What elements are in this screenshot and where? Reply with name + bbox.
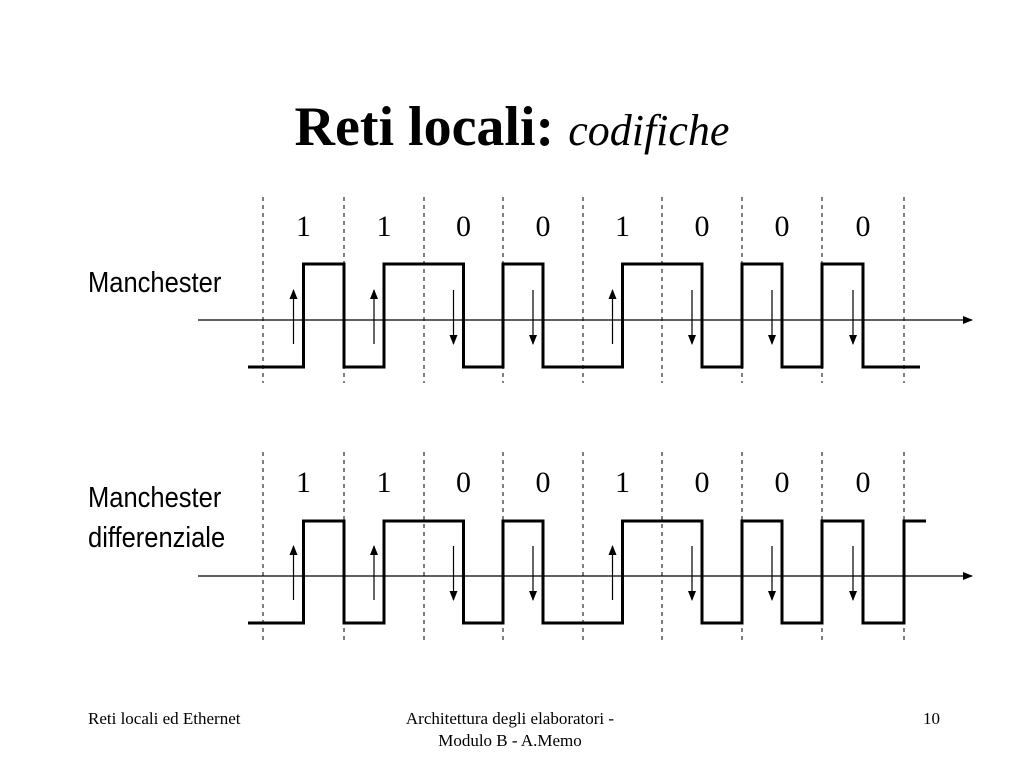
footer-center-line1: Architettura degli elaboratori - [405, 709, 615, 728]
differential-label-line2: differenziale [88, 522, 226, 554]
manchester-bit-label: 1 [296, 210, 311, 243]
differential-bit-label: 0 [775, 466, 790, 499]
differential-bit-label: 1 [296, 466, 311, 499]
footer-center-line2: Modulo B - A.Memo [438, 731, 582, 750]
manchester-bit-label: 0 [856, 210, 871, 243]
differential-bit-label: 1 [615, 466, 630, 499]
manchester-waveform [248, 262, 920, 369]
differential-bit-label: 0 [536, 466, 551, 499]
differential-label-line1: Manchester [88, 482, 222, 514]
title-main: Reti locali: [294, 96, 555, 158]
manchester-bit-label: 0 [456, 210, 471, 243]
differential-bit-label: 0 [856, 466, 871, 499]
manchester-bit-label: 0 [695, 210, 710, 243]
differential-waveform [248, 519, 926, 625]
footer-left: Reti locali ed Ethernet [88, 709, 241, 728]
page-number: 10 [923, 709, 940, 728]
footer-center: Architettura degli elaboratori - Modulo … [360, 708, 660, 752]
manchester-bit-label: 0 [775, 210, 790, 243]
manchester-bit-label: 1 [377, 210, 392, 243]
slide-title: Reti locali: codifiche [0, 92, 1024, 166]
manchester-bit-label: 0 [536, 210, 551, 243]
differential-bit-label: 0 [456, 466, 471, 499]
manchester-label: Manchester [88, 267, 222, 299]
differential-bit-label: 1 [377, 466, 392, 499]
title-subtitle: codifiche [568, 106, 730, 155]
differential-bit-label: 0 [695, 466, 710, 499]
manchester-bit-label: 1 [615, 210, 630, 243]
